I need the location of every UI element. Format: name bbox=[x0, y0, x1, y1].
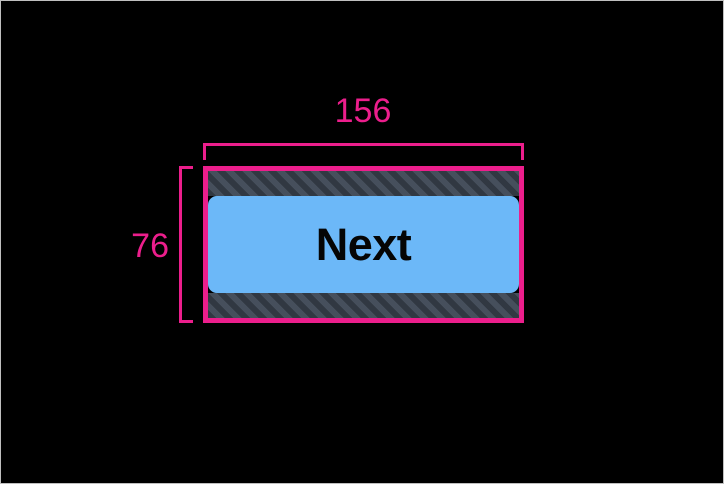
padding-band-top bbox=[208, 171, 519, 196]
width-dimension-value: 156 bbox=[334, 92, 392, 130]
width-dimension-label: 156 bbox=[1, 92, 723, 130]
next-button[interactable]: Next bbox=[208, 196, 519, 293]
padding-band-bottom bbox=[208, 293, 519, 318]
highlighted-element-box[interactable]: Next bbox=[203, 166, 524, 323]
height-dimension-bracket bbox=[179, 166, 193, 323]
next-button-label: Next bbox=[315, 219, 412, 270]
width-dimension-bracket bbox=[203, 143, 524, 160]
height-dimension-label: 76 bbox=[131, 227, 169, 265]
